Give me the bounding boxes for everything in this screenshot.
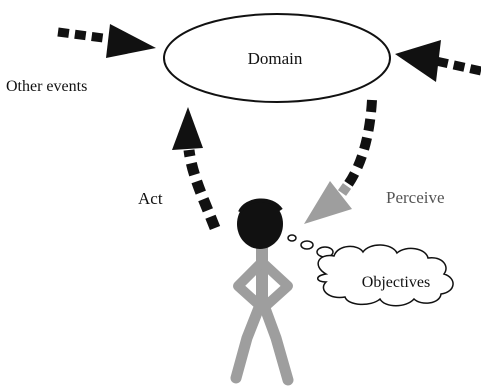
perceive-label: Perceive [386,188,445,207]
person-right-arm [257,257,293,309]
act-label: Act [138,189,163,208]
other-events-left-arrow [57,24,156,58]
person-right-leg [256,294,294,386]
thought-bubbles [287,234,334,258]
person-head [237,199,283,249]
other-events-label: Other events [6,78,87,95]
objectives-cloud: Objectives [317,244,454,307]
other-events-right-arrow [395,40,481,82]
domain-ellipse [163,13,391,103]
person-left-leg [230,294,268,384]
perceive-arrow [304,99,377,224]
act-arrow [172,107,221,231]
stick-person [230,198,294,386]
domain-label: Domain [248,49,303,68]
person-left-arm [233,257,267,309]
objectives-label: Objectives [362,274,430,291]
